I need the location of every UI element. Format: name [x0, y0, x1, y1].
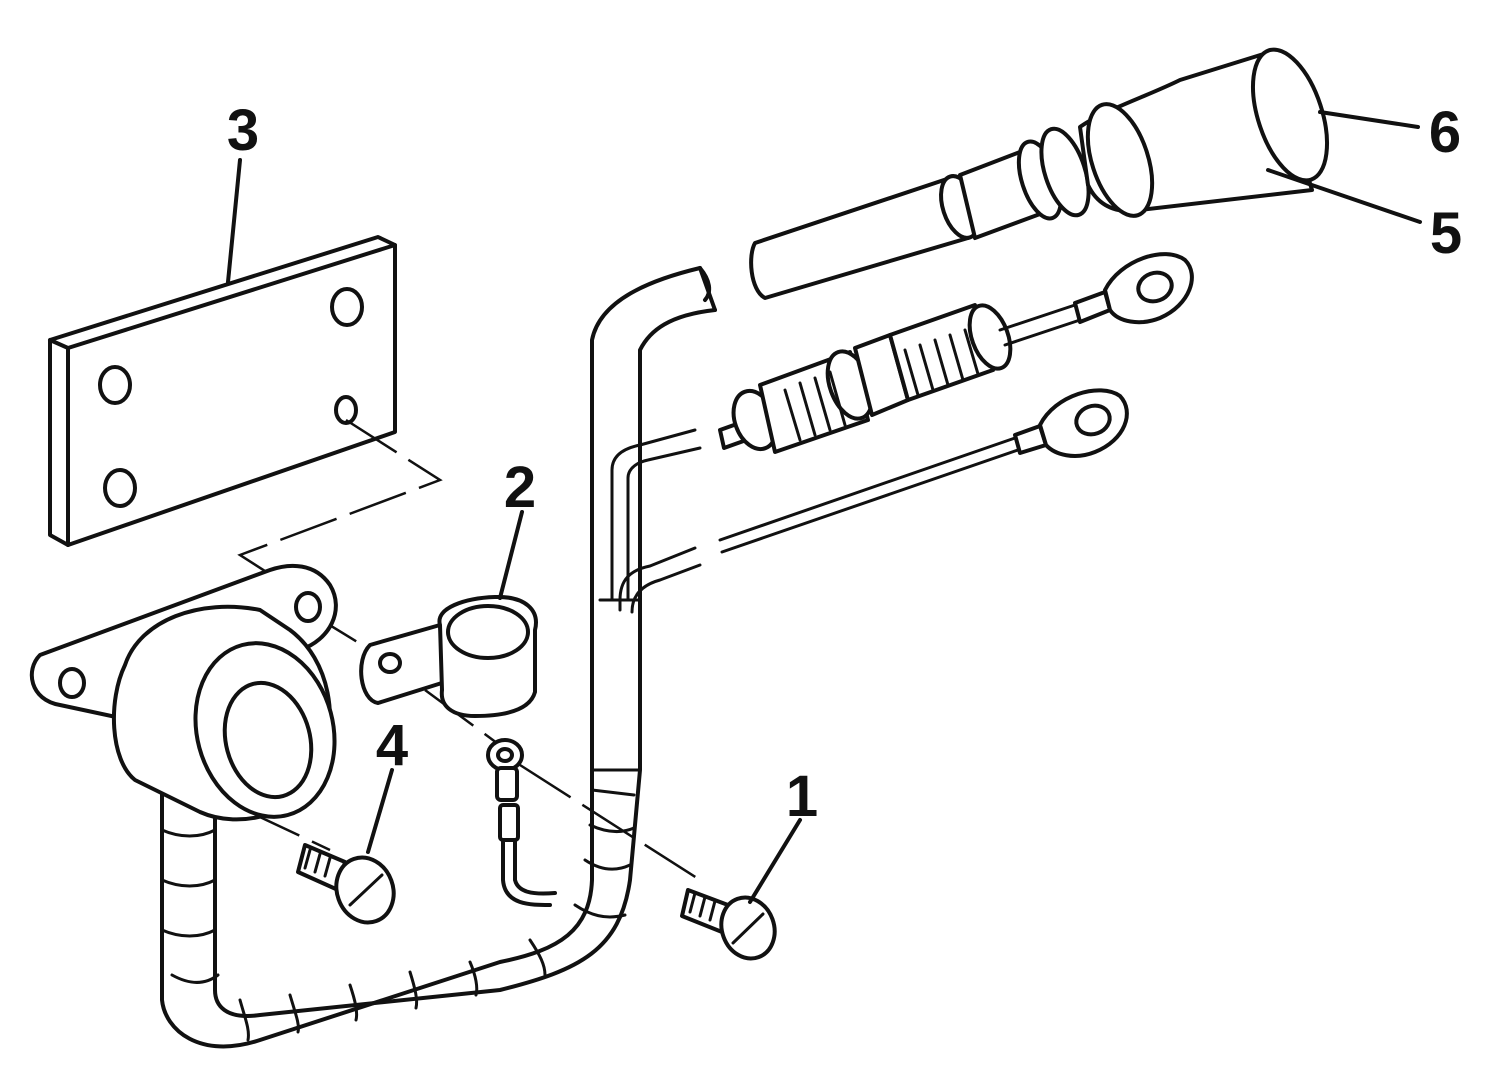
screw-1 — [680, 888, 777, 961]
callout-1: 1 — [786, 764, 818, 829]
fuse-holder — [718, 252, 1194, 454]
lead-wire — [718, 388, 1129, 554]
spark-plug-boot — [749, 47, 1329, 300]
wire-harness — [160, 266, 717, 1049]
callout-6: 6 — [1429, 100, 1461, 165]
callout-4: 4 — [376, 713, 408, 778]
wire-clamp — [359, 594, 538, 718]
coil-body — [29, 563, 338, 822]
mounting-plate — [48, 235, 397, 547]
callout-2: 2 — [504, 455, 536, 520]
screw-4 — [296, 843, 396, 925]
callout-labels: 3 2 4 1 6 5 — [227, 98, 1462, 829]
callout-3: 3 — [227, 98, 259, 163]
callout-5: 5 — [1430, 201, 1462, 266]
callout-leaders — [226, 110, 1422, 904]
ground-wire — [486, 738, 557, 907]
